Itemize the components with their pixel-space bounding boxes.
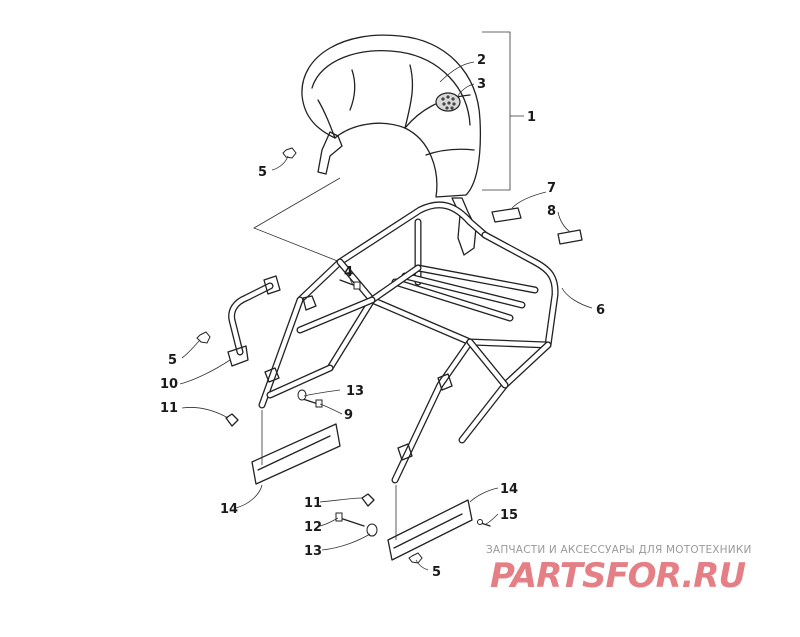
callout-5-bottom: 5 xyxy=(432,565,441,580)
callout-14-left: 14 xyxy=(220,502,238,517)
washer-13-bottom xyxy=(366,523,378,537)
rivet-15 xyxy=(477,519,491,527)
mount-plate-left xyxy=(251,423,341,485)
callout-1: 1 xyxy=(527,110,536,125)
callout-13-top: 13 xyxy=(346,384,364,399)
callout-15: 15 xyxy=(500,508,518,523)
nut-5-top xyxy=(282,147,297,159)
nut-11-left xyxy=(225,413,239,427)
grab-handle xyxy=(227,275,281,367)
callout-11-right: 11 xyxy=(304,496,322,511)
decal-8 xyxy=(557,229,583,245)
callout-4: 4 xyxy=(344,265,353,280)
callout-12: 12 xyxy=(304,520,322,535)
emblem-badge xyxy=(435,92,461,112)
callout-10: 10 xyxy=(160,377,178,392)
decal-7 xyxy=(491,207,522,223)
callout-14-right: 14 xyxy=(500,482,518,497)
callout-13-bottom: 13 xyxy=(304,544,322,559)
nut-11-right xyxy=(361,493,375,507)
mount-plate-right xyxy=(387,499,473,561)
callout-7: 7 xyxy=(547,181,556,196)
callout-5-top: 5 xyxy=(258,165,267,180)
washer-13-top xyxy=(297,389,307,401)
watermark-logo: PARTSFOR.RU xyxy=(490,556,745,596)
backrest-pad xyxy=(301,34,482,198)
watermark-tagline: ЗАПЧАСТИ И АКСЕССУАРЫ ДЛЯ МОТОТЕХНИКИ xyxy=(486,544,752,556)
assembly-line-left xyxy=(253,177,346,269)
callout-6: 6 xyxy=(596,303,605,318)
callout-11-left: 11 xyxy=(160,401,178,416)
bolt-12 xyxy=(335,512,365,527)
callout-2: 2 xyxy=(477,53,486,68)
rack-frame xyxy=(258,201,559,484)
leader-lines xyxy=(179,31,593,571)
callout-5-left: 5 xyxy=(168,353,177,368)
backrest-bracket-left xyxy=(317,131,343,175)
callout-8: 8 xyxy=(547,204,556,219)
backrest-bracket-right xyxy=(451,197,477,256)
callout-3: 3 xyxy=(477,77,486,92)
callout-9: 9 xyxy=(344,408,353,423)
nut-5-bottom xyxy=(408,552,423,564)
